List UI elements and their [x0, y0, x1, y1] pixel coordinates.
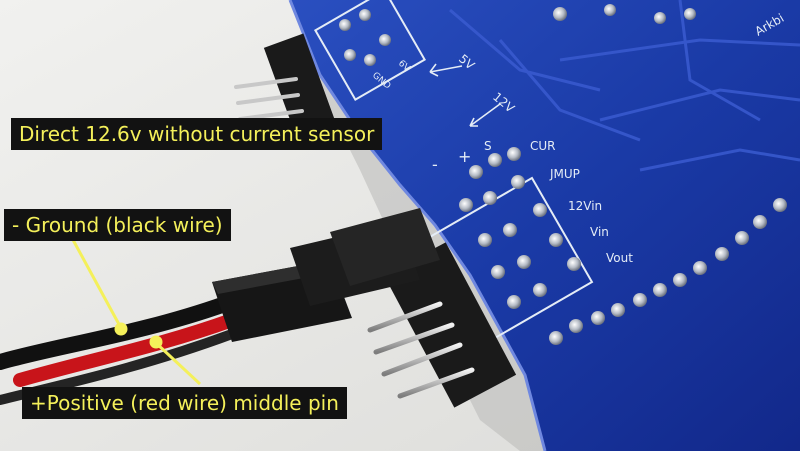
- label-vin: Vin: [590, 225, 609, 239]
- wire-black: [0, 296, 233, 370]
- pcb-traces: [449, 0, 800, 172]
- pcb-edge: [288, 0, 547, 451]
- top-header-outline: [313, 0, 427, 102]
- label-cur: CUR: [530, 139, 556, 153]
- label-jmup: JMUP: [549, 167, 580, 181]
- pcb-board: [290, 0, 800, 451]
- upper-header-pins: [234, 77, 304, 121]
- upper-header-housing: [263, 33, 335, 133]
- pad-row-top: [553, 4, 696, 24]
- lower-header-pins: [367, 301, 475, 399]
- silk-arrows: [429, 63, 501, 127]
- label-vout: Vout: [606, 251, 633, 265]
- label-12vin: 12Vin: [568, 199, 602, 213]
- pad-row-right: [549, 198, 787, 345]
- label-s: S: [484, 139, 492, 153]
- annotation-direct-12v: Direct 12.6v without current sensor: [11, 118, 383, 150]
- annotation-ground-wire: - Ground (black wire): [4, 209, 231, 241]
- label-minus: -: [432, 155, 438, 174]
- annotation-positive-wire: +Positive (red wire) middle pin: [22, 387, 347, 419]
- label-plus: +: [458, 147, 471, 166]
- wire-red: [13, 313, 239, 387]
- leader-lines: [70, 237, 202, 386]
- top-header-pads: [339, 9, 391, 66]
- connector-block-3: [330, 208, 440, 286]
